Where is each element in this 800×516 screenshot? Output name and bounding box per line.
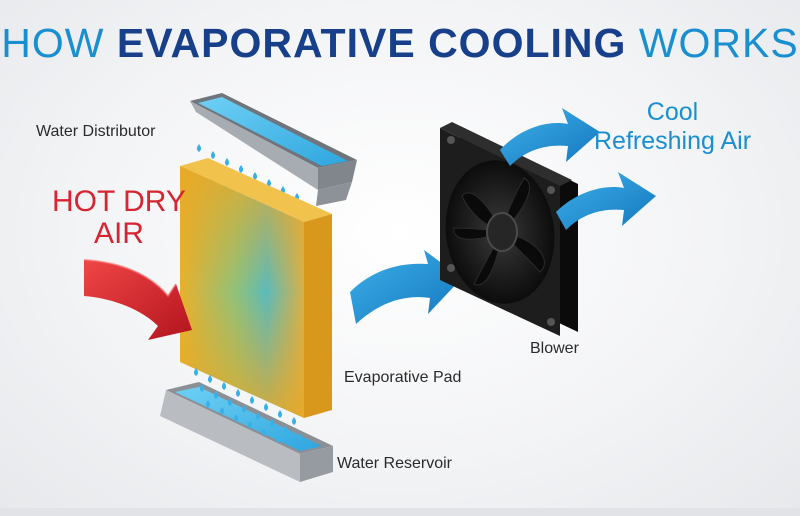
label-hot-dry-air: HOT DRY AIR (52, 186, 186, 250)
blower-fan-icon (440, 122, 578, 336)
label-blower: Blower (530, 340, 579, 357)
cool-air-arrow-top-icon (500, 108, 600, 166)
page-title: HOW EVAPORATIVE COOLING WORKS (0, 20, 800, 67)
incoming-air-arrow-icon (350, 250, 462, 324)
title-prefix: HOW (1, 20, 105, 66)
title-emphasis: EVAPORATIVE COOLING (116, 20, 627, 66)
cool-air-arrow-bottom-icon (556, 172, 656, 230)
hot-dry-air-line2: AIR (93, 217, 144, 250)
water-reservoir-tray-icon (160, 382, 333, 482)
evaporative-pad-icon (180, 158, 332, 418)
cool-air-line1: Cool (646, 98, 699, 126)
water-distributor-trough-icon (190, 93, 357, 206)
hot-dry-air-line1: HOT DRY (52, 185, 186, 218)
label-water-reservoir: Water Reservoir (337, 455, 452, 472)
cool-air-line2: Refreshing Air (594, 127, 752, 155)
hot-air-arrow-icon (83, 259, 192, 340)
label-evaporative-pad: Evaporative Pad (344, 369, 462, 386)
label-cool-refreshing-air: Cool Refreshing Air (594, 98, 751, 156)
label-water-distributor: Water Distributor (36, 123, 156, 140)
title-suffix: WORKS (638, 20, 799, 66)
bottom-bar (0, 508, 800, 516)
